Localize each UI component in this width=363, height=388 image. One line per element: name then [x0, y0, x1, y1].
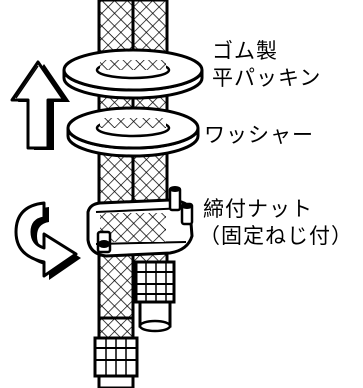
set-screw [168, 186, 182, 212]
label-line: 締付ナット [203, 197, 313, 221]
lock-nut [86, 186, 194, 258]
label-line: 平パッキン [212, 66, 322, 90]
arrow-up-icon [10, 60, 70, 150]
label-line: ワッシャー [204, 123, 314, 147]
label-line: ゴム製 [212, 39, 278, 63]
rotate-arrow-icon [14, 201, 81, 280]
hose-fitting-left [93, 316, 139, 388]
label-washer: ワッシャー [204, 122, 314, 149]
set-screw [96, 230, 112, 254]
washer [66, 106, 200, 158]
set-screw [180, 202, 194, 226]
label-lock-nut: 締付ナット （固定ねじ付） [199, 196, 353, 250]
rubber-gasket [62, 48, 204, 100]
label-line: （固定ねじ付） [199, 224, 353, 248]
label-rubber-gasket: ゴム製 平パッキン [212, 38, 321, 92]
hose-fitting-right [134, 260, 176, 333]
